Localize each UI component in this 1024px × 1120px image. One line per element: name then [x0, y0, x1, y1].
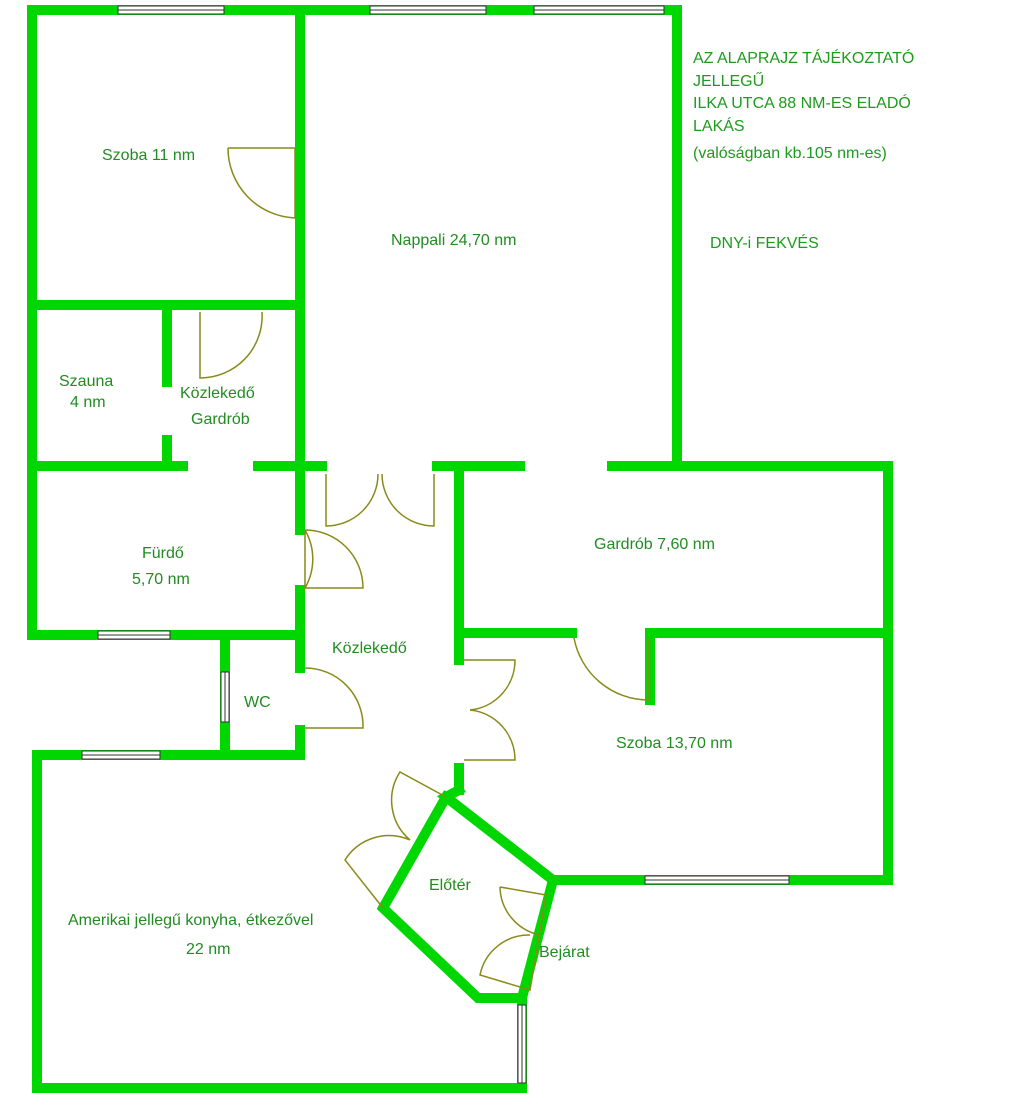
windows [81, 5, 790, 1084]
wall-right-block [548, 461, 893, 885]
door-kozlekedo-gardrob [199, 311, 263, 379]
label-konyha-name: Amerikai jellegű konyha, étkezővel [68, 912, 313, 929]
label-furdo-name: Fürdő [142, 545, 184, 562]
note-line-4: LAKÁS [693, 116, 745, 135]
label-gardrob: Gardrób 7,60 nm [594, 536, 715, 553]
note-line-2: JELLEGŰ [693, 71, 764, 90]
wall-top [27, 5, 682, 467]
label-szoba11: Szoba 11 nm [102, 147, 195, 164]
label-furdo-area: 5,70 nm [132, 571, 190, 588]
note-line-3: ILKA UTCA 88 NM-ES ELADÓ [693, 93, 911, 112]
door-szoba1370-b [464, 709, 516, 761]
label-kozlekedo-gardrob-2: Gardrób [191, 411, 250, 428]
label-szauna-name: Szauna [59, 373, 113, 390]
wall-eloter [436, 783, 559, 1005]
door-gardrob [573, 637, 649, 701]
door-szoba1370-a [464, 659, 516, 711]
note-orientation: DNY-i FEKVÉS [710, 233, 819, 252]
door-wc [304, 667, 364, 729]
label-eloter: Előtér [429, 877, 471, 894]
label-szoba1370: Szoba 13,70 nm [616, 735, 733, 752]
door-nappali-double [325, 473, 435, 527]
label-kozlekedo-gardrob-1: Közlekedő [180, 385, 255, 402]
label-nappali: Nappali 24,70 nm [391, 232, 516, 249]
door-bejarat [479, 886, 547, 991]
label-wc: WC [244, 694, 271, 711]
note-line-5: (valóságban kb.105 nm-es) [693, 145, 887, 162]
room-labels: Szoba 11 nm Nappali 24,70 nm Szauna 4 nm… [59, 147, 733, 961]
door-furdo [304, 529, 364, 591]
label-szauna-area: 4 nm [70, 394, 106, 411]
door-eloter-double [344, 771, 447, 909]
label-konyha-area: 22 nm [186, 941, 230, 958]
label-kozlekedo: Közlekedő [332, 640, 407, 657]
door-szoba11 [227, 147, 296, 219]
notes: AZ ALAPRAJZ TÁJÉKOZTATÓ JELLEGŰ ILKA UTC… [693, 48, 914, 252]
doors [199, 147, 649, 991]
label-bejarat: Bejárat [539, 944, 590, 961]
note-line-1: AZ ALAPRAJZ TÁJÉKOZTATÓ [693, 48, 914, 67]
